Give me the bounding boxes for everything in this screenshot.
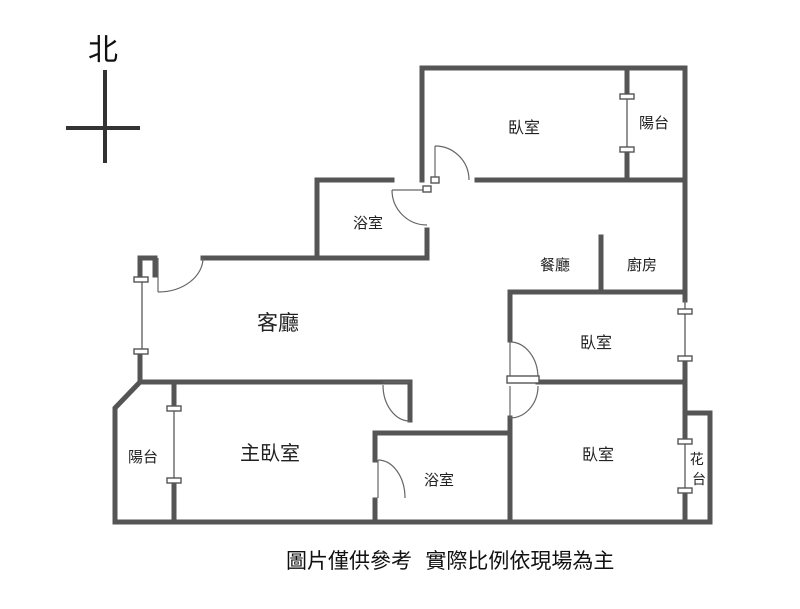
room-label-planter: 花 台 <box>690 452 708 488</box>
room-label-bath-top: 浴室 <box>353 214 383 232</box>
room-label-bedroom-top: 臥室 <box>508 118 540 137</box>
room-label-dining: 餐廳 <box>540 256 570 274</box>
doors <box>157 145 540 499</box>
room-label-master-bedroom: 主臥室 <box>240 441 300 465</box>
room-label-kitchen: 廚房 <box>627 256 657 274</box>
room-label-bedroom-bottom: 臥室 <box>582 445 614 464</box>
disclaimer-caption: 圖片僅供參考 實際比例依現場為主 <box>286 549 614 573</box>
windows <box>133 93 693 494</box>
room-labels: 臥室 陽台 浴室 餐廳 廚房 客廳 臥室 陽台 主臥室 浴室 臥室 花 台 <box>128 114 708 489</box>
room-label-bath-bottom: 浴室 <box>424 471 454 489</box>
compass: 北 <box>66 33 140 163</box>
walls <box>112 65 713 525</box>
room-label-living: 客廳 <box>257 311 299 335</box>
room-label-bedroom-mid: 臥室 <box>580 333 612 352</box>
north-label: 北 <box>88 33 118 68</box>
room-label-balcony-top: 陽台 <box>639 114 669 132</box>
room-label-balcony-left: 陽台 <box>128 448 158 466</box>
